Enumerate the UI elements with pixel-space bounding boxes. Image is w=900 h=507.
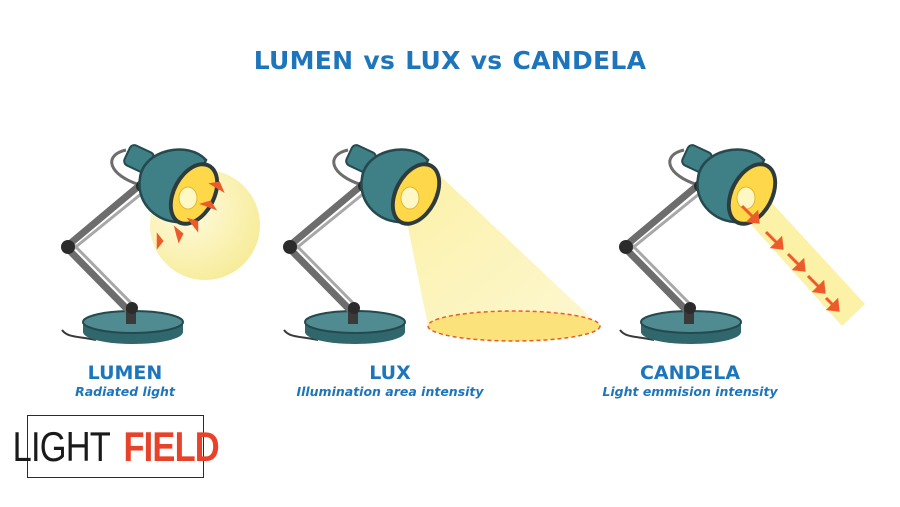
lux-beam (400, 168, 600, 326)
label-lux-name: LUX (369, 362, 411, 384)
label-candela-name: CANDELA (639, 362, 741, 384)
lumen-radiating-arrows (156, 181, 225, 250)
title-lumen: LUMEN (253, 46, 354, 75)
label-lux-desc: Illumination area intensity (296, 384, 484, 399)
label-lux: LUX Illumination area intensity (280, 362, 500, 400)
title-vs-2: vs (470, 46, 503, 75)
lamp-candela (619, 144, 787, 344)
candela-arrows (740, 204, 840, 312)
title-vs-1: vs (363, 46, 396, 75)
label-candela: CANDELA Light emmision intensity (590, 362, 790, 400)
logo-word-field: FIELD (123, 422, 219, 470)
candela-beam (738, 190, 865, 326)
logo-word-light: LIGHT (12, 422, 111, 470)
label-lumen-desc: Radiated light (75, 384, 175, 399)
lux-illuminated-area (427, 310, 601, 342)
title-candela: CANDELA (512, 46, 647, 75)
page-title: LUMEN vs LUX vs CANDELA (0, 46, 900, 75)
label-lumen-name: LUMEN (87, 362, 163, 384)
label-lumen: LUMEN Radiated light (40, 362, 210, 400)
label-candela-desc: Light emmision intensity (602, 384, 778, 399)
title-lux: LUX (405, 46, 461, 75)
